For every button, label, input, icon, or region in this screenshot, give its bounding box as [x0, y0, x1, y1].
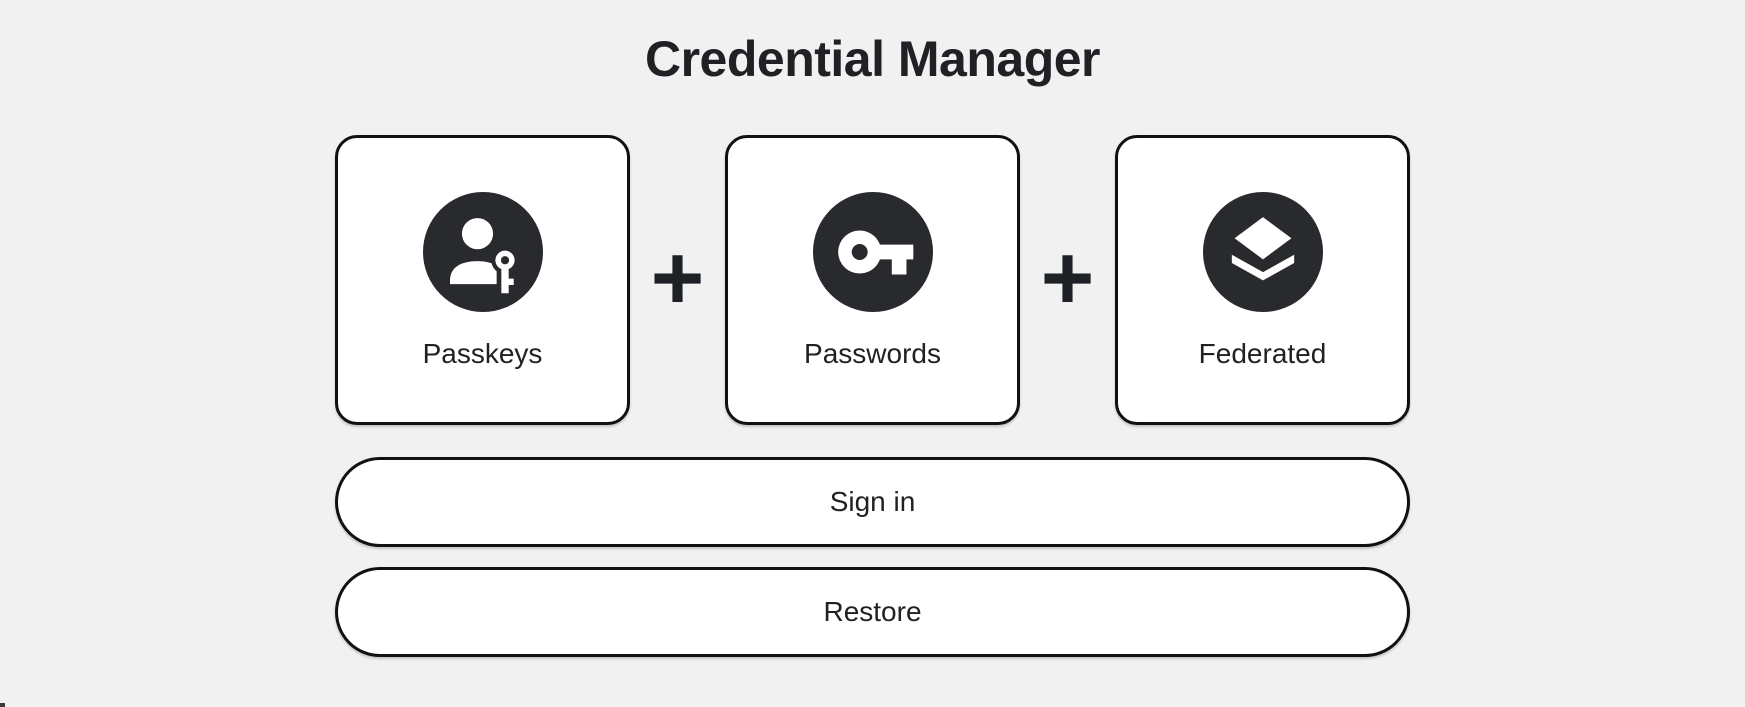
credential-manager-screen: Credential Manager	[335, 0, 1410, 657]
plus-separator: +	[650, 226, 705, 329]
plus-separator: +	[1040, 226, 1095, 329]
federated-card[interactable]: Federated	[1115, 135, 1410, 425]
layers-icon	[1202, 192, 1323, 312]
sign-in-button[interactable]: Sign in	[335, 457, 1410, 547]
passkey-icon	[422, 192, 543, 312]
passwords-card-label: Passwords	[804, 338, 941, 369]
key-icon	[812, 192, 933, 312]
restore-button[interactable]: Restore	[335, 567, 1410, 657]
passkeys-card-label: Passkeys	[422, 338, 543, 369]
passkeys-card[interactable]: Passkeys	[335, 135, 630, 425]
credential-types-row: Passkeys + Passwords +	[335, 135, 1410, 425]
passwords-card[interactable]: Passwords	[725, 135, 1020, 425]
federated-card-label: Federated	[1198, 338, 1327, 369]
page-title: Credential Manager	[644, 31, 1101, 87]
screen-corner-artifact	[0, 703, 5, 707]
